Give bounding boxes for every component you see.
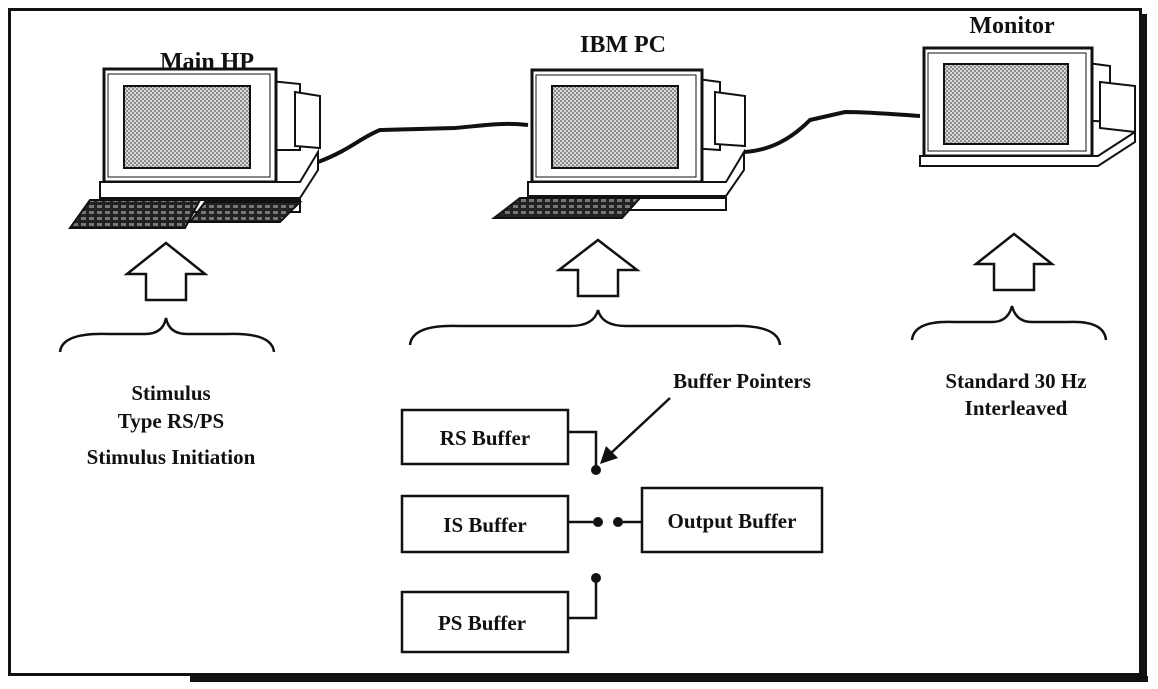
main-hp-note-initiation: Stimulus Initiation bbox=[87, 445, 256, 469]
monitor-brace bbox=[910, 305, 1108, 341]
output-pointer-contact bbox=[613, 517, 623, 527]
monitor-note-interleaved: Interleaved bbox=[965, 396, 1068, 420]
ps-buffer-box: PS Buffer bbox=[400, 590, 570, 654]
ps-buffer-wire bbox=[568, 582, 598, 620]
rs-buffer-wire bbox=[568, 430, 598, 466]
ibm-pc-title: IBM PC bbox=[580, 32, 666, 58]
output-buffer-label: Output Buffer bbox=[668, 509, 797, 533]
main-hp-up-arrow-icon bbox=[123, 241, 209, 302]
monitor-icon bbox=[919, 46, 1136, 167]
ibm-pc-up-arrow-icon bbox=[555, 238, 641, 298]
is-pointer-contact bbox=[593, 517, 603, 527]
buffer-pointers-arrowhead-icon bbox=[600, 446, 618, 464]
rs-pointer-contact bbox=[591, 465, 601, 475]
frame-shadow-bottom bbox=[190, 676, 1148, 682]
main-hp-note-stimulus: Stimulus bbox=[131, 381, 210, 405]
frame-shadow-right bbox=[1142, 14, 1147, 682]
ps-buffer-label: PS Buffer bbox=[438, 611, 526, 635]
is-buffer-label: IS Buffer bbox=[443, 513, 526, 537]
ibm-pc-brace bbox=[408, 309, 782, 346]
is-buffer-box: IS Buffer bbox=[400, 494, 570, 554]
rs-buffer-label: RS Buffer bbox=[440, 426, 530, 450]
main-hp-computer-icon bbox=[68, 67, 321, 229]
monitor-note-rate: Standard 30 Hz bbox=[945, 369, 1086, 393]
monitor-title: Monitor bbox=[969, 13, 1055, 39]
buffer-pointers-arrow bbox=[609, 397, 671, 455]
main-hp-title: Main HP bbox=[160, 49, 254, 75]
buffer-pointers-label: Buffer Pointers bbox=[673, 369, 811, 393]
cable-hp-to-ibm bbox=[317, 121, 529, 164]
main-hp-note-type: Type RS/PS bbox=[118, 409, 224, 433]
monitor-up-arrow-icon bbox=[972, 232, 1056, 292]
ps-pointer-contact bbox=[591, 573, 601, 583]
main-hp-brace bbox=[58, 317, 276, 353]
cable-ibm-to-monitor bbox=[744, 109, 921, 154]
output-buffer-box: Output Buffer bbox=[640, 486, 824, 554]
rs-buffer-box: RS Buffer bbox=[400, 408, 570, 466]
ibm-pc-computer-icon bbox=[491, 68, 746, 219]
